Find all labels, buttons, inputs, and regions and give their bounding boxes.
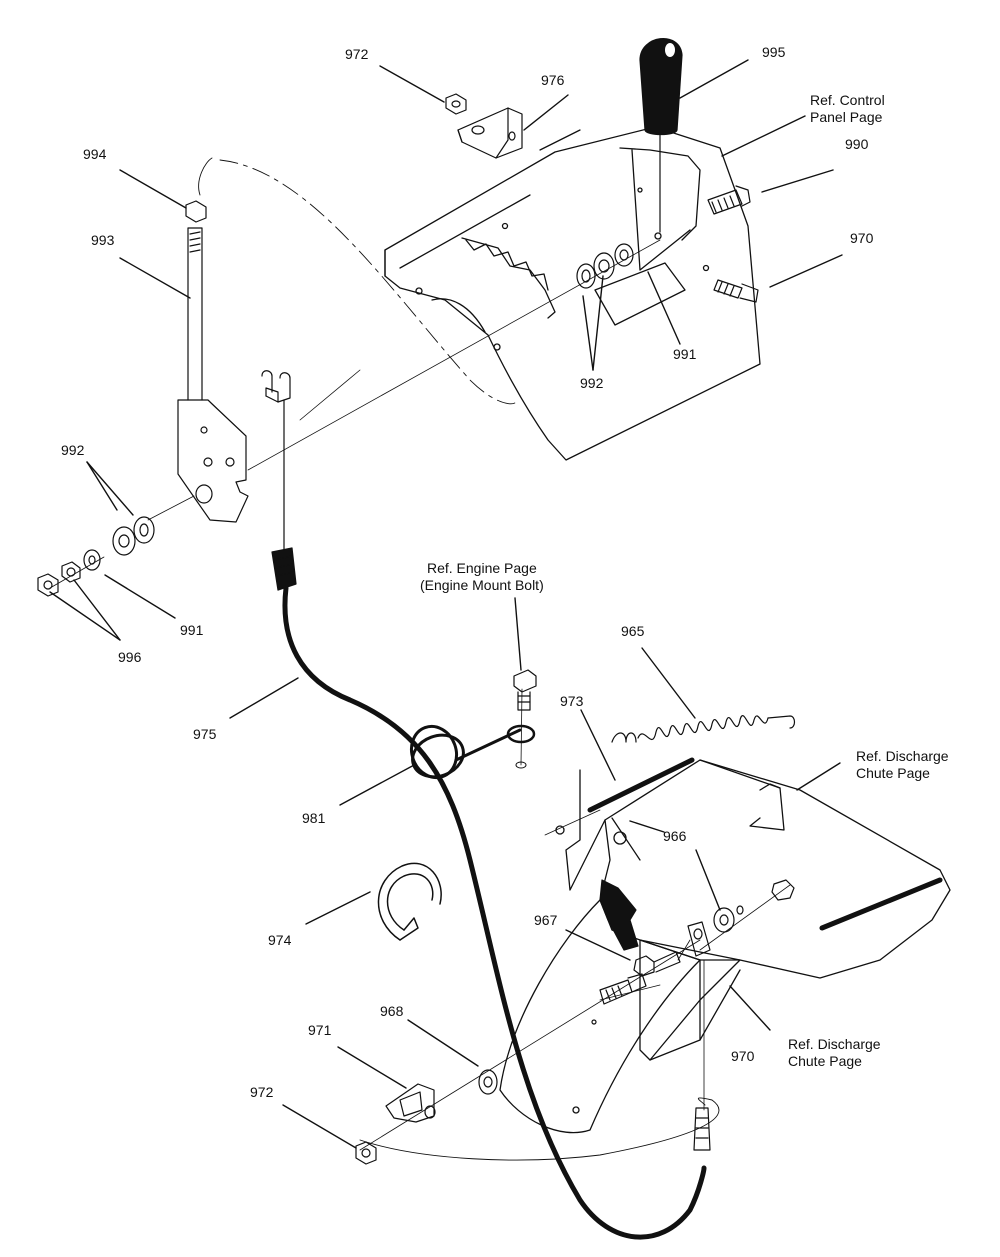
label-972-bottom: 972 [250,1084,274,1100]
label-974: 974 [268,932,292,948]
label-991-top: 991 [673,346,697,362]
washer-968 [478,1069,498,1095]
bracket-976 [457,107,523,159]
label-995: 995 [762,44,786,60]
cable-clevis [687,921,711,1151]
label-ref-discharge-bottom: Ref. Discharge Chute Page [788,1036,881,1069]
retaining-ring-974 [377,862,442,941]
cable-975 [271,547,707,1240]
label-965: 965 [621,623,645,639]
label-ref-control-panel: Ref. Control Panel Page [810,92,885,125]
label-994: 994 [83,146,107,162]
washers-left [37,516,155,597]
z-fitting [261,370,291,551]
nut-972-top [445,93,467,115]
alignment-lines [49,239,791,1151]
label-976: 976 [541,72,565,88]
handle-sweep-arc-top [198,157,213,196]
label-996: 996 [118,649,142,665]
label-975: 975 [193,726,217,742]
label-ref-engine: Ref. Engine Page (Engine Mount Bolt) [420,560,544,593]
rod-973 [587,757,695,813]
label-971: 971 [308,1022,332,1038]
handle-sweep-arc [219,159,517,405]
spring-965 [611,715,796,743]
discharge-chute-bracket [499,759,951,1134]
label-981: 981 [302,810,326,826]
label-966: 966 [663,828,687,844]
washers-top [576,243,634,289]
label-973: 973 [560,693,584,709]
label-991-left: 991 [180,622,204,638]
nut-972-bottom [355,1141,377,1165]
bolt-970-top [713,279,759,303]
engine-mount-bolt [513,669,537,711]
label-992-top: 992 [580,375,604,391]
label-967: 967 [534,912,558,928]
label-993: 993 [91,232,115,248]
bolt-970-bottom [591,973,647,1025]
control-panel-bracket [384,126,761,461]
clamp-handle [599,879,795,951]
bolt-990 [707,185,751,215]
shift-knob [639,38,683,233]
cable-tie-981 [409,724,536,780]
label-ref-discharge-top: Ref. Discharge Chute Page [856,748,949,781]
bolt-967 [633,951,681,977]
label-990: 990 [845,136,869,152]
label-992-left: 992 [61,442,85,458]
label-972-top: 972 [345,46,369,62]
shift-rod-assembly [177,200,249,523]
label-970-bottom: 970 [731,1048,755,1064]
leader-lines [49,59,843,1149]
bracket-971 [385,1083,436,1123]
lower-sweep-arc [359,1097,720,1161]
label-970-top: 970 [850,230,874,246]
label-968: 968 [380,1003,404,1019]
